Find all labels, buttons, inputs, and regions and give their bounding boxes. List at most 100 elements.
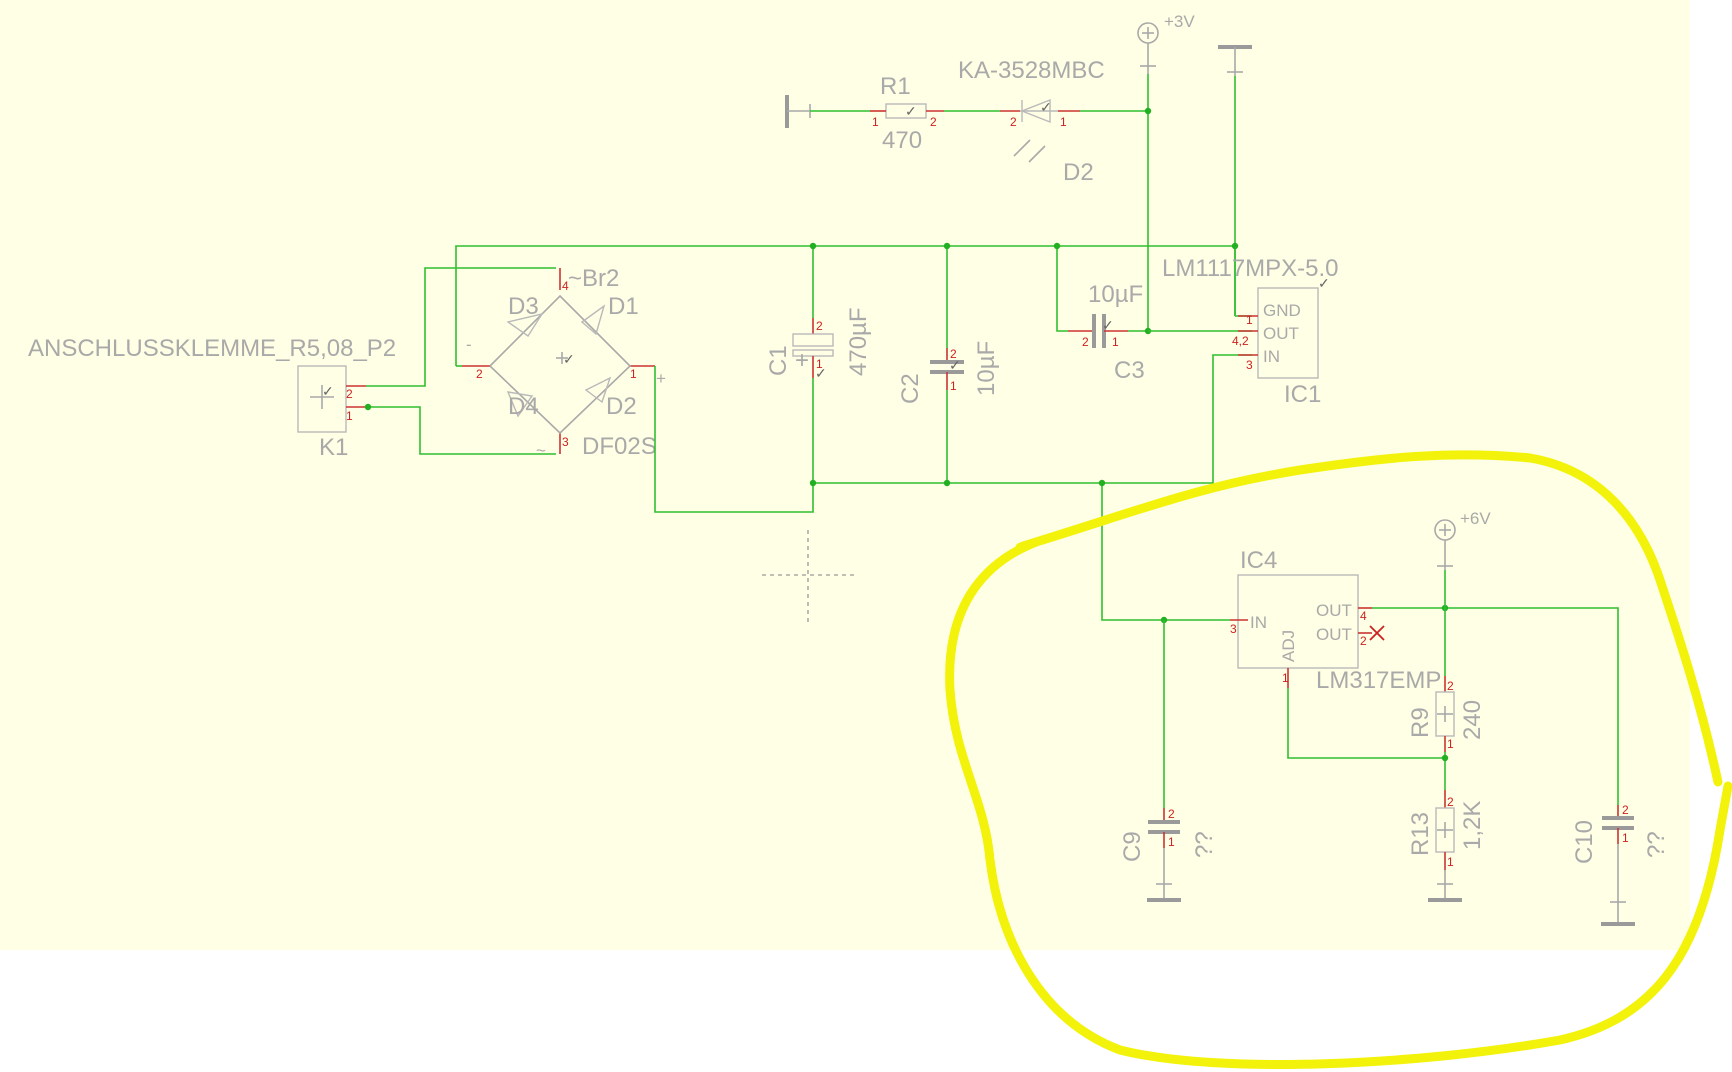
checkmark-icon: ✓ [815,365,827,381]
resistor-r13[interactable]: 2 1 R13 1,2K [1407,790,1486,870]
junction [364,403,372,411]
r9-pin1-label: 1 [1447,737,1454,751]
r13-name: R13 [1407,812,1434,856]
ic1-pin1-label: 1 [1246,313,1253,327]
c1-name: C1 [765,345,792,376]
c10-value: ?? [1643,831,1670,858]
bridge-tilde: ~ [536,441,546,460]
ground-symbol-ic1[interactable] [1218,45,1252,76]
checkmark-icon: ✓ [1040,99,1052,115]
ic4-pin4-label: 4 [1360,609,1367,623]
resistor-r9[interactable]: 2 1 R9 240 [1407,676,1486,752]
ic4-pin2-label: 2 [1360,634,1367,648]
ic4-name: IC4 [1240,547,1277,574]
br2-pin3-label: 3 [562,435,569,449]
junction [809,242,817,250]
ground-symbol-r13[interactable] [1428,870,1462,902]
r1-name: R1 [880,73,911,100]
wire-bottom-bus[interactable] [813,354,1252,484]
capacitor-c3[interactable]: 2 1 ✓ 10µF C3 [1056,246,1148,384]
bridge-d1: D1 [608,293,639,320]
junction [809,479,817,487]
c10-pin1-label: 1 [1622,831,1629,845]
ic4-part: LM317EMP [1316,667,1441,694]
c2-pin2-label: 2 [950,347,957,361]
supply-3v-label: +3V [1164,12,1195,31]
resistor-r1[interactable]: 1 2 ✓ R1 470 [810,73,944,154]
junction [1144,107,1152,115]
terminal-name: K1 [319,434,348,461]
ground-symbol-c9[interactable] [1147,848,1181,902]
checkmark-icon: ✓ [322,383,334,399]
checkmark-icon: ✓ [949,357,961,373]
led-name: D2 [1063,159,1094,186]
r1-pin1-label: 1 [872,115,879,129]
ic1-pin42-label: 4,2 [1232,334,1249,348]
c3-value: 10µF [1088,281,1143,308]
c10-name: C10 [1571,820,1598,864]
regulator-ic1[interactable]: GND OUT IN 1 4,2 3 ✓ LM1117MPX-5.0 IC1 [1162,255,1339,408]
c3-pin1-label: 1 [1112,335,1119,349]
r13-value: 1,2K [1459,801,1486,850]
ground-symbol-c10[interactable] [1601,844,1635,926]
sheet-background [0,0,1690,950]
checkmark-icon: ✓ [905,103,917,119]
checkmark-icon: ✓ [1318,275,1330,291]
junction [1441,754,1449,762]
ic1-in: IN [1263,347,1280,366]
ic1-name: IC1 [1284,381,1321,408]
r1-value: 470 [882,127,922,154]
supply-6v[interactable]: +6V [1434,509,1491,570]
supply-6v-label: +6V [1460,509,1491,528]
br2-pin1-label: 1 [630,367,637,381]
c1-plus-icon: + [795,347,809,374]
wire[interactable] [366,406,556,455]
c2-pin1-label: 1 [950,379,957,393]
junction [943,242,951,250]
terminal-k1[interactable]: ✓ 2 1 ANSCHLUSSKLEMME_R5,08_P2 K1 [28,335,396,461]
d2-pin2-label: 2 [1010,115,1017,129]
bridge-rectifier-br2[interactable]: ✓ 4 2 1 3 ~Br2 D3 D1 D4 D2 DF02S - + ~ [462,265,666,460]
c9-value: ?? [1191,831,1218,858]
capacitor-c10[interactable]: 2 1 C10 ?? [1571,803,1670,864]
supply-3v[interactable]: +3V [1137,12,1195,74]
wire[interactable] [1287,688,1445,759]
wire[interactable] [1372,607,1619,805]
ic1-pin3-label: 3 [1246,358,1253,372]
c2-value: 10µF [973,341,1000,396]
c2-name: C2 [897,373,924,404]
capacitor-c1[interactable]: 2 1 + ✓ C1 470µF [765,246,872,483]
r13-pin1-label: 1 [1447,855,1454,869]
r9-name: R9 [1407,707,1434,738]
wire[interactable] [1101,483,1230,621]
ic4-adj: ADJ [1279,630,1298,662]
k1-pin1-label: 1 [346,409,353,423]
bridge-d4: D4 [508,393,539,420]
c1-value: 470µF [845,307,872,376]
terminal-part: ANSCHLUSSKLEMME_R5,08_P2 [28,335,396,362]
checkmark-icon: ✓ [563,351,575,367]
regulator-ic4[interactable]: IN OUT OUT ADJ 3 4 2 1 IC4 LM317EMP [1230,547,1441,694]
junction [943,479,951,487]
ic4-in: IN [1250,613,1267,632]
ic1-part: LM1117MPX-5.0 [1162,255,1339,282]
bridge-d3: D3 [508,293,539,320]
bridge-minus: - [466,335,472,354]
c3-name: C3 [1114,357,1145,384]
led-d2[interactable]: 2 1 ✓ KA-3528MBC D2 [958,57,1105,186]
wire[interactable] [366,267,556,387]
c9-pin2-label: 2 [1168,807,1175,821]
yellow-highlight-annotation [945,450,1732,1069]
capacitor-c9[interactable]: 2 1 C9 ?? [1119,807,1218,862]
bridge-part: DF02S [582,433,657,460]
wire-top-bus[interactable] [455,245,1235,366]
bridge-plus: + [656,369,666,388]
capacitor-c2[interactable]: 2 1 ✓ C2 10µF [897,246,1000,483]
wire[interactable] [654,366,814,513]
bridge-d2: D2 [606,393,637,420]
k1-pin2-label: 2 [346,387,353,401]
junction [1098,479,1106,487]
c10-pin2-label: 2 [1622,803,1629,817]
ic1-out: OUT [1263,324,1299,343]
